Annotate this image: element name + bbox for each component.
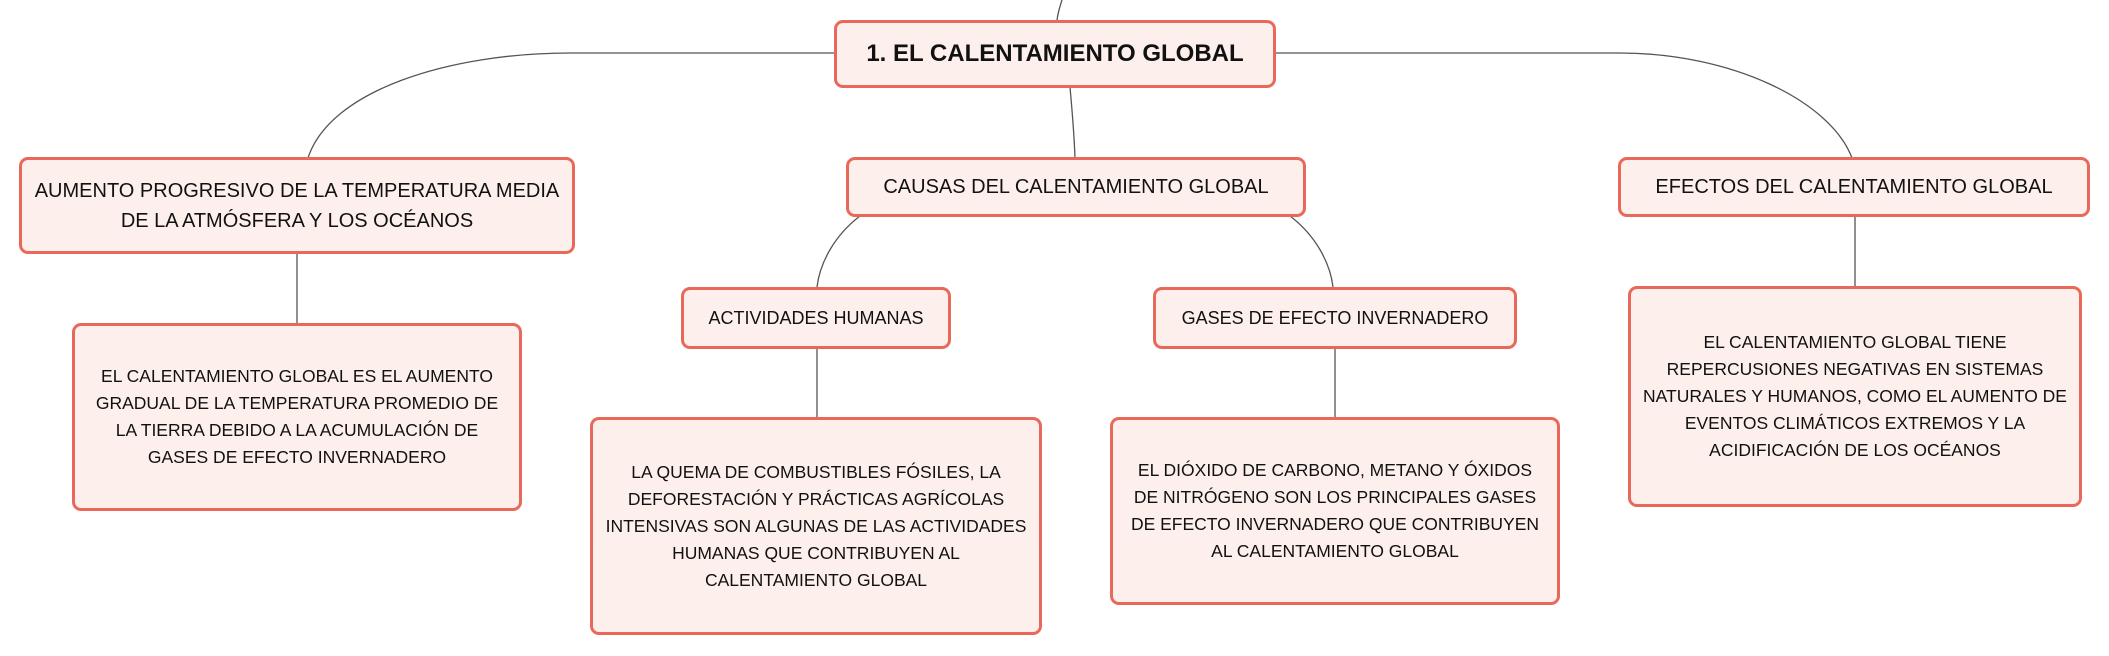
definition-detail-text: EL CALENTAMIENTO GLOBAL ES EL AUMENTO GR… — [95, 366, 499, 467]
effects-node-label: EFECTOS DEL CALENTAMIENTO GLOBAL — [1655, 176, 2053, 198]
definition-node-label: AUMENTO PROGRESIVO DE LA TEMPERATURA MED… — [34, 179, 560, 232]
human-activities-label: ACTIVIDADES HUMANAS — [708, 307, 924, 328]
human-activities-detail-text: LA QUEMA DE COMBUSTIBLES FÓSILES, LA DEF… — [605, 461, 1027, 590]
greenhouse-gases-node[interactable]: GASES DE EFECTO INVERNADERO — [1153, 287, 1517, 349]
effects-node[interactable]: EFECTOS DEL CALENTAMIENTO GLOBAL — [1618, 157, 2090, 217]
human-activities-detail-node[interactable]: LA QUEMA DE COMBUSTIBLES FÓSILES, LA DEF… — [590, 417, 1042, 635]
greenhouse-gases-detail-node[interactable]: EL DIÓXIDO DE CARBONO, METANO Y ÓXIDOS D… — [1110, 417, 1560, 605]
root-node[interactable]: 1. EL CALENTAMIENTO GLOBAL — [834, 20, 1276, 88]
causes-node-label: CAUSAS DEL CALENTAMIENTO GLOBAL — [883, 176, 1269, 198]
effects-detail-text: EL CALENTAMIENTO GLOBAL TIENE REPERCUSIO… — [1643, 332, 2067, 460]
connector-causes-gases — [1289, 215, 1334, 288]
connector-root-effects — [1274, 52, 1853, 159]
root-node-label: 1. EL CALENTAMIENTO GLOBAL — [866, 40, 1244, 67]
definition-detail-node[interactable]: EL CALENTAMIENTO GLOBAL ES EL AUMENTO GR… — [72, 323, 522, 511]
connector-causes-human — [816, 215, 861, 288]
connector-root-definition — [307, 52, 834, 159]
causes-node[interactable]: CAUSAS DEL CALENTAMIENTO GLOBAL — [846, 157, 1306, 217]
greenhouse-gases-detail-text: EL DIÓXIDO DE CARBONO, METANO Y ÓXIDOS D… — [1130, 460, 1540, 561]
human-activities-node[interactable]: ACTIVIDADES HUMANAS — [681, 287, 951, 349]
greenhouse-gases-label: GASES DE EFECTO INVERNADERO — [1181, 307, 1489, 328]
definition-node[interactable]: AUMENTO PROGRESIVO DE LA TEMPERATURA MED… — [19, 157, 575, 254]
connector-top-parent — [1056, 0, 1063, 21]
effects-detail-node[interactable]: EL CALENTAMIENTO GLOBAL TIENE REPERCUSIO… — [1628, 286, 2082, 507]
connector-root-causes — [1069, 86, 1076, 159]
